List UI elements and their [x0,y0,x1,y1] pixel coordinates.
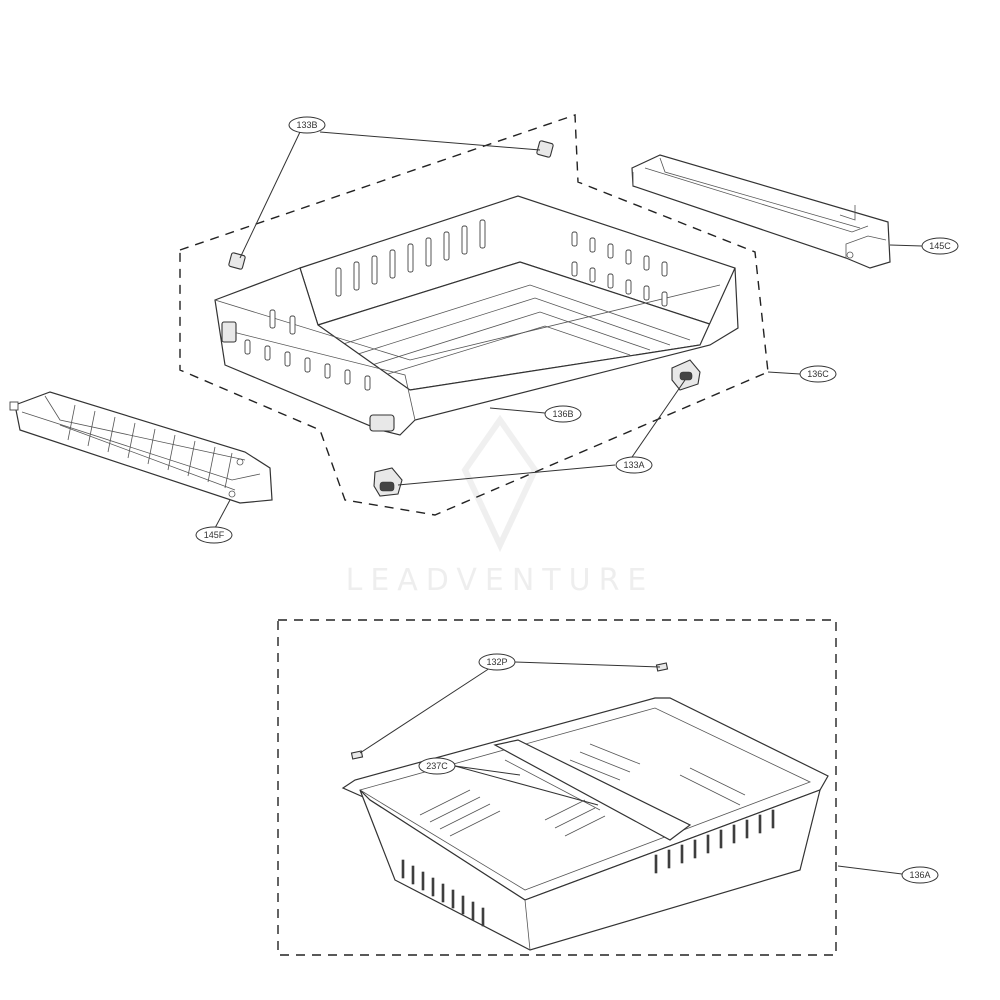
lower-basket-part [341,697,829,951]
svg-text:133B: 133B [296,120,317,130]
basket-assembly-dashed-outline [277,619,837,956]
callout-136c: 136C [799,365,837,383]
callout-136a: 136A [901,866,939,884]
svg-text:145C: 145C [929,241,951,251]
svg-text:145F: 145F [204,530,225,540]
left-rail-part [9,391,273,504]
callout-237c: 237C [418,757,456,775]
svg-text:136A: 136A [909,870,930,880]
svg-text:133A: 133A [623,460,644,470]
upper-drawer-part [214,195,739,436]
clip-132p-right-part [655,662,669,672]
clip-132p-left-part [350,750,364,760]
callout-145c: 145C [921,237,959,255]
callout-136b: 136B [544,405,582,423]
callout-133a: 133A [615,456,653,474]
callout-133b: 133B [288,116,326,134]
svg-text:136B: 136B [552,409,573,419]
drawer-assembly-dashed-outline [179,114,769,516]
lower-basket-front-slots [401,809,775,927]
lower-basket-slots [419,743,746,837]
roller-133a-left-part [373,467,403,497]
stopper-133b-top-part [536,140,554,158]
watermark-text: LEADVENTURE [346,563,655,598]
upper-drawer-back-slots [335,219,668,307]
watermark-logo-icon [461,414,539,553]
svg-text:136C: 136C [807,369,829,379]
callout-132p: 132P [478,653,516,671]
svg-text:132P: 132P [486,657,507,667]
stopper-133b-left-part [228,252,246,270]
callout-145f: 145F [195,526,233,544]
leader-lines [214,131,923,875]
right-rail-part [631,154,891,269]
upper-drawer-front-slots [244,309,371,391]
svg-text:237C: 237C [426,761,448,771]
watermark: LEADVENTURE [346,414,655,598]
roller-133a-right-part [671,359,701,391]
